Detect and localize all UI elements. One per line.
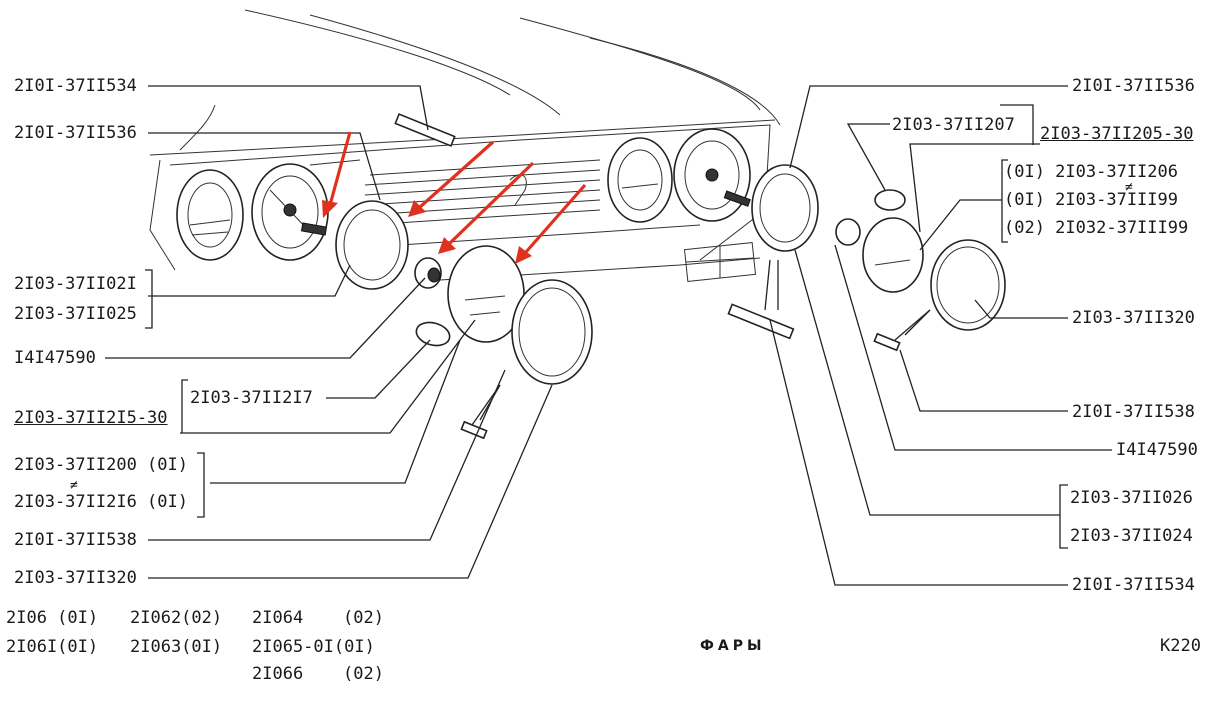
diagram-title: ФАРЫ — [700, 638, 766, 654]
part-label-14147590-left: I4I47590 — [14, 348, 96, 368]
model-21063: 2I063(0I) — [130, 637, 223, 657]
part-label-2101-3711538-left: 2I0I-37II538 — [14, 530, 137, 550]
alternative-symbol-right: ≠ — [1125, 180, 1133, 195]
part-label-2103-3711021: 2I03-37II02I — [14, 274, 137, 294]
model-21061: 2I06I(0I) — [6, 637, 99, 657]
part-label-2101-3711536-left: 2I0I-37II536 — [14, 123, 137, 143]
model-21065-01: 2I065-0I(0I) — [252, 637, 375, 657]
part-label-2101-3711536-right: 2I0I-37II536 — [1072, 76, 1195, 96]
part-label-2103-3711199: (0I) 2I03-37III99 — [1004, 190, 1178, 210]
right-mounted-lamps — [607, 128, 751, 223]
model-21064-variant: (02) — [343, 608, 384, 628]
model-21064: 2I064 — [252, 608, 304, 628]
left-mounted-lamps — [176, 159, 361, 261]
model-21062: 2I062(02) — [130, 608, 223, 628]
part-label-2103-3711216: 2I03-37II2I6 (0I) — [14, 492, 188, 512]
part-label-2103-3711024: 2I03-37II024 — [1070, 526, 1193, 546]
model-21066: 2I066 — [252, 664, 304, 684]
part-label-2103-3711026: 2I03-37II026 — [1070, 488, 1193, 508]
part-label-2101-3711534-right: 2I0I-37II534 — [1072, 575, 1195, 595]
part-label-2103-3711206: (0I) 2I03-37II206 — [1004, 162, 1178, 182]
part-label-2101-3711534-left: 2I0I-37II534 — [14, 76, 137, 96]
leader-lines — [105, 85, 1112, 586]
part-label-2103-3711205-30: 2I03-37II205-30 — [1040, 124, 1194, 144]
right-exploded-parts — [751, 164, 1006, 331]
page-code: K220 — [1160, 636, 1201, 656]
part-label-2103-3711215-30: 2I03-37II2I5-30 — [14, 408, 168, 428]
label-brackets — [145, 104, 1068, 549]
left-exploded-parts — [335, 200, 593, 385]
part-label-14147590-right: I4I47590 — [1116, 440, 1198, 460]
model-21066-variant: (02) — [343, 664, 384, 684]
alternative-symbol: ≠ — [70, 478, 78, 493]
part-label-2103-3711025: 2I03-37II025 — [14, 304, 137, 324]
part-label-2103-3711207: 2I03-37II207 — [892, 115, 1015, 135]
model-2106: 2I06 (0I) — [6, 608, 99, 628]
part-label-2103-3711320-right: 2I03-37II320 — [1072, 308, 1195, 328]
red-arrows — [322, 131, 587, 264]
part-label-2103-3711217: 2I03-37II2I7 — [190, 388, 313, 408]
part-label-2101-3711538-right: 2I0I-37II538 — [1072, 402, 1195, 422]
part-label-21032-3711199: (02) 2I032-37III99 — [1004, 218, 1189, 238]
part-label-2103-3711320-left: 2I03-37II320 — [14, 568, 137, 588]
part-label-2103-3711200: 2I03-37II200 (0I) — [14, 455, 188, 475]
